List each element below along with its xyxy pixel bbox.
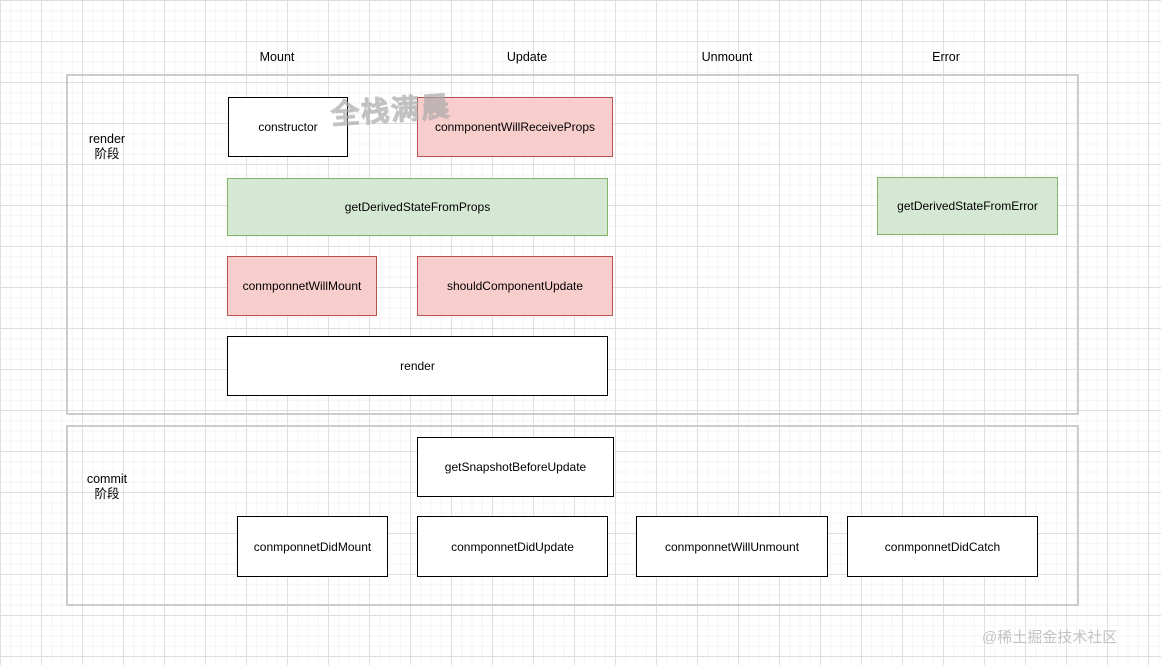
juejin-watermark: @稀土掘金技术社区 [982, 629, 1118, 646]
lifecycle-box-component-will-mount: conmponnetWillMount [227, 256, 377, 316]
column-header-unmount: Unmount [701, 50, 753, 64]
render-phase-label-name: render [88, 132, 126, 146]
commit-phase-container [66, 425, 1079, 606]
lifecycle-box-constructor: constructor [228, 97, 348, 157]
lifecycle-box-component-will-receive-props: conmponentWillReceiveProps [417, 97, 613, 157]
commit-phase-label-suffix: 阶段 [94, 486, 120, 501]
column-header-update: Update [506, 50, 548, 64]
lifecycle-box-render: render [227, 336, 608, 396]
column-header-error: Error [932, 50, 960, 64]
commit-phase-label: commit 阶段 [57, 472, 157, 501]
lifecycle-box-get-derived-state-from-props: getDerivedStateFromProps [227, 178, 608, 236]
lifecycle-box-get-snapshot-before-update: getSnapshotBeforeUpdate [417, 437, 614, 497]
lifecycle-box-component-did-catch: conmponnetDidCatch [847, 516, 1038, 577]
lifecycle-box-component-did-mount: conmponnetDidMount [237, 516, 388, 577]
render-phase-label-suffix: 阶段 [94, 146, 120, 161]
lifecycle-box-component-did-update: conmponnetDidUpdate [417, 516, 608, 577]
commit-phase-label-name: commit [86, 472, 128, 486]
column-header-mount: Mount [259, 50, 295, 64]
lifecycle-box-get-derived-state-from-error: getDerivedStateFromError [877, 177, 1058, 235]
lifecycle-box-should-component-update: shouldComponentUpdate [417, 256, 613, 316]
lifecycle-box-component-will-unmount: conmponnetWillUnmount [636, 516, 828, 577]
render-phase-container [66, 74, 1079, 415]
render-phase-label: render 阶段 [57, 132, 157, 161]
